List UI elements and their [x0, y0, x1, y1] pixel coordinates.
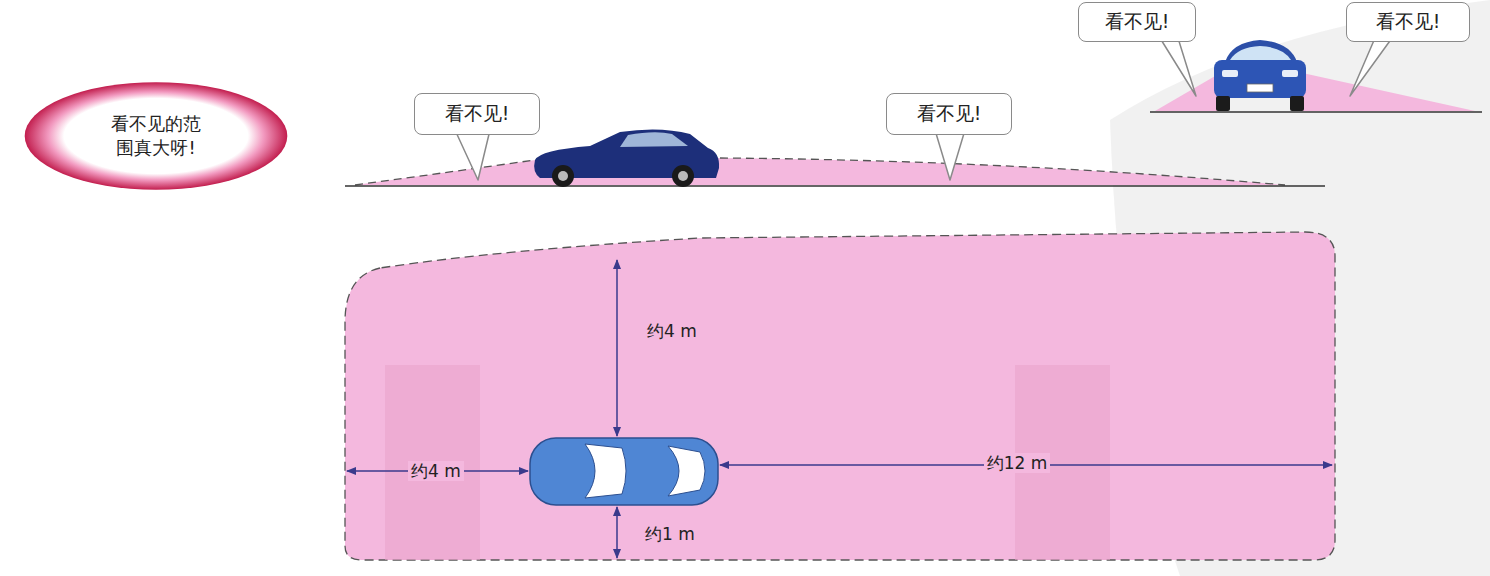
speech-ellipse: 看不见的范围真大呀! [22, 80, 290, 192]
dimension-label: 约1 m [642, 524, 698, 544]
speech-bubble: 看不见! [886, 93, 1012, 135]
dimension-label: 约12 m [984, 453, 1051, 473]
speech-bubble: 看不见! [1078, 2, 1196, 42]
speech-bubble: 看不见! [414, 93, 540, 135]
speech-text: 看不见! [917, 101, 982, 127]
front-view [1150, 38, 1482, 112]
speech-text: 看不见! [1376, 9, 1441, 35]
ellipse-outline [22, 80, 290, 192]
side-view [345, 129, 1325, 187]
dimension-label: 约4 m [408, 461, 464, 481]
speech-bubble: 看不见! [1346, 2, 1470, 42]
top-view [345, 232, 1335, 560]
speech-text: 看不见! [445, 101, 510, 127]
speech-text: 看不见! [1105, 9, 1170, 35]
dimension-label: 约4 m [644, 321, 700, 341]
speech-text: 看不见的范围真大呀! [106, 112, 206, 161]
